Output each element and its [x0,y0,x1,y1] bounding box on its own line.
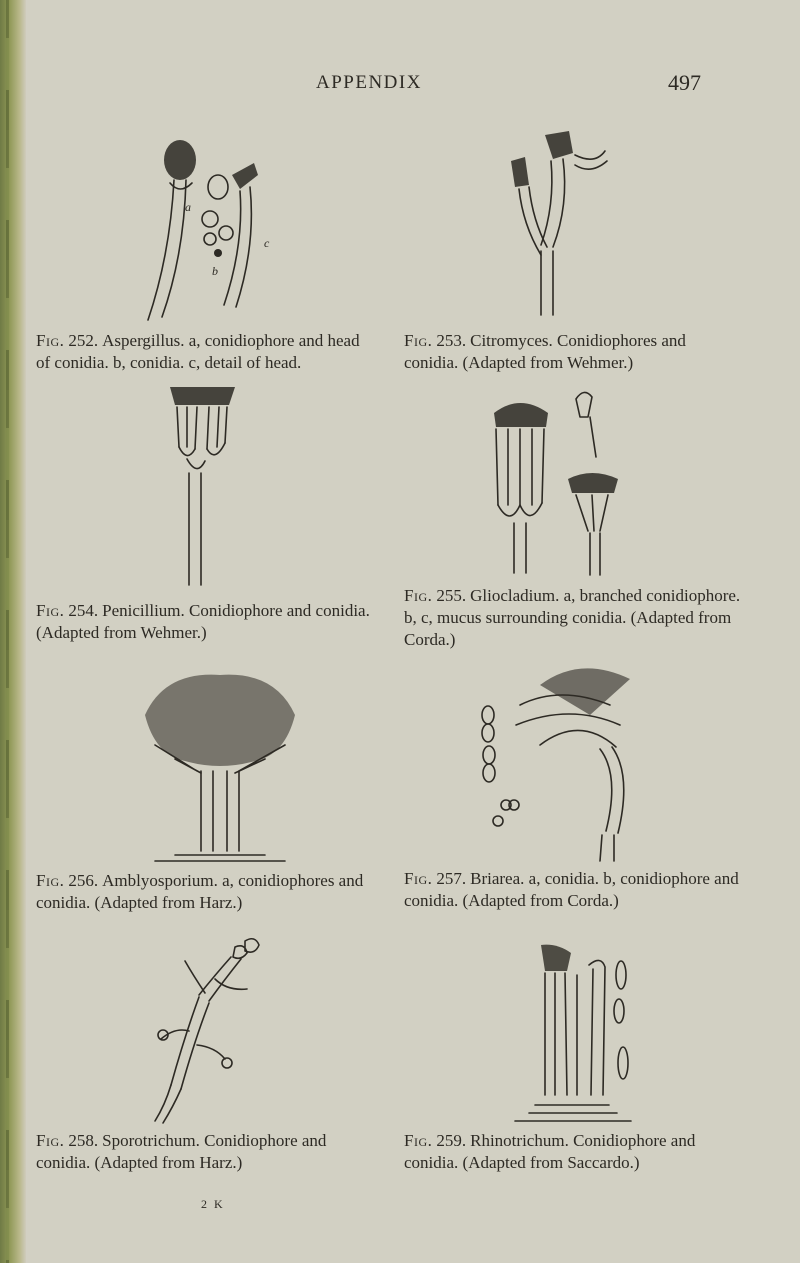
figure-253-number: 253. [436,331,467,350]
figure-255-label: Fig. [404,586,433,605]
figure-256-illustration [135,674,305,865]
figure-252-caption: Fig.252.Aspergillus. a, conidiophore and… [36,330,376,374]
figure-253-label: Fig. [404,331,433,350]
figure-259-caption: Fig.259.Rhinotrichum. Conidiophore and c… [404,1130,744,1174]
signature-mark: 2 K [201,1197,225,1211]
figure-255-text: Gliocladium. a, branched conidiophore. b… [404,586,741,649]
figure-257-caption: Fig.257.Briarea. a, conidia. b, conidiop… [404,868,744,912]
figure-255-illustration [480,387,640,577]
figure-252-illustration: a b c [140,135,280,325]
figure-257-number: 257. [436,869,467,888]
figure-255-caption: Fig.255.Gliocladium. a, branched conidio… [404,585,744,651]
running-head: APPENDIX [316,72,422,93]
figure-257-label: Fig. [404,869,433,888]
figure-259-text: Rhinotrichum. Conidiophore and conidia. … [404,1131,696,1172]
figure-252-text: Aspergillus. a, conidiophore and head of… [36,331,360,372]
figure-254-text: Penicillium. Conidiophore and conidia. (… [36,601,370,642]
figure-256-text: Amblyosporium. a, conidiophores and coni… [36,871,364,912]
figure-252-letter-b: b [212,264,218,278]
figure-252-number: 252. [68,331,99,350]
figure-258-text: Sporotrichum. Conidiophore and conidia. … [36,1131,327,1172]
figure-259-illustration [505,944,645,1130]
figure-256-number: 256. [68,871,99,890]
figure-259-label: Fig. [404,1131,433,1150]
figure-258-number: 258. [68,1131,99,1150]
figure-255-number: 255. [436,586,467,605]
figure-252-label: Fig. [36,331,65,350]
page-binding-edge [0,0,26,1263]
page-number: 497 [668,70,701,95]
figure-257-illustration [480,655,645,865]
figure-256-caption: Fig.256.Amblyosporium. a, conidiophores … [36,870,376,914]
figure-254-number: 254. [68,601,99,620]
figure-252-letter-a: a [185,200,191,214]
figure-254-label: Fig. [36,601,65,620]
figure-258-caption: Fig.258.Sporotrichum. Conidiophore and c… [36,1130,376,1174]
figure-253-caption: Fig.253.Citromyces. Conidiophores and co… [404,330,744,374]
figure-253-text: Citromyces. Conidiophores and conidia. (… [404,331,686,372]
figure-256-label: Fig. [36,871,65,890]
figure-254-illustration [165,387,245,587]
figure-258-illustration [135,935,265,1125]
figure-254-caption: Fig.254.Penicillium. Conidiophore and co… [36,600,376,644]
figure-258-label: Fig. [36,1131,65,1150]
figure-259-number: 259. [436,1131,467,1150]
figure-252-letter-c: c [264,236,270,250]
figure-253-illustration [495,125,625,320]
figure-257-text: Briarea. a, conidia. b, conidiophore and… [404,869,739,910]
